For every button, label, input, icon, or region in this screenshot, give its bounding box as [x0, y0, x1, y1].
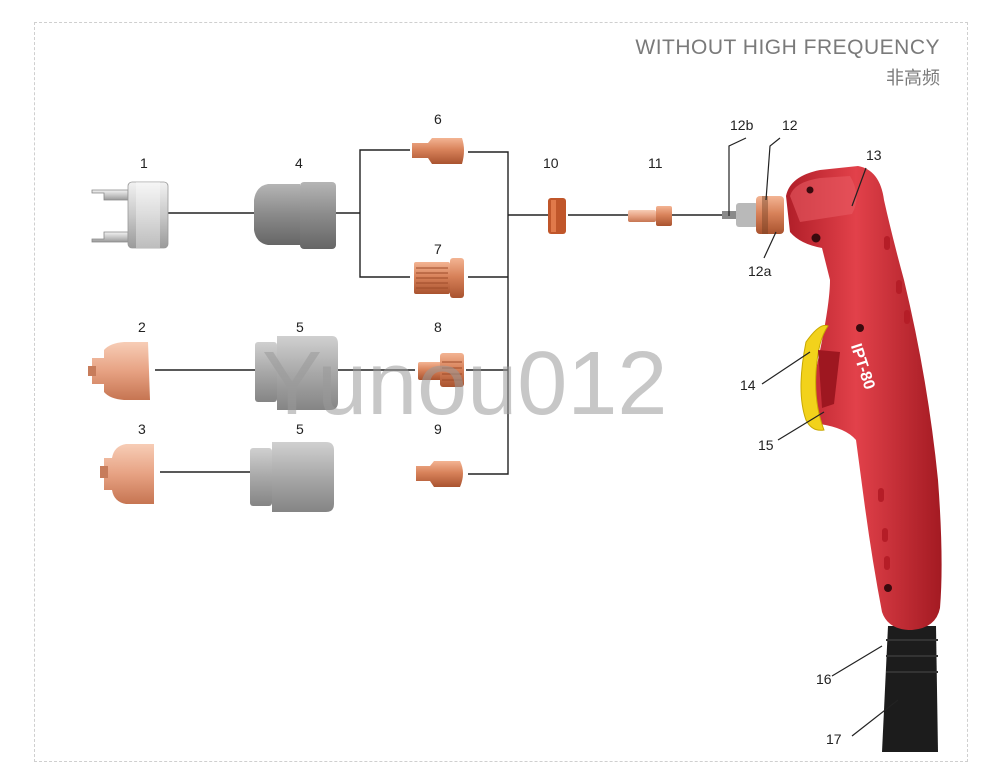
label-10: 10 — [543, 155, 559, 171]
part-10-swirl-ring — [548, 198, 566, 234]
part-1-shield-cup — [91, 181, 169, 249]
label-6: 6 — [434, 111, 442, 127]
label-4: 4 — [295, 155, 303, 171]
label-15: 15 — [758, 437, 774, 453]
label-7: 7 — [434, 241, 442, 257]
label-12b: 12b — [730, 117, 754, 133]
label-14: 14 — [740, 377, 756, 393]
torch-handle: IPT-80 — [786, 166, 942, 752]
label-12a: 12a — [748, 263, 772, 279]
label-2: 2 — [138, 319, 146, 335]
label-17: 17 — [826, 731, 842, 747]
connector-lines — [155, 149, 722, 475]
part-5-retaining-cap-a — [255, 336, 338, 410]
title-english: WITHOUT HIGH FREQUENCY — [635, 36, 940, 59]
part-8-nozzle-tip — [418, 353, 464, 387]
label-12: 12 — [782, 117, 798, 133]
label-1: 1 — [140, 155, 148, 171]
part-11-electrode — [628, 206, 672, 226]
watermark-text: Yunou012 — [262, 334, 667, 434]
part-7-nozzle-tip — [414, 258, 464, 298]
title-chinese: 非高频 — [886, 68, 940, 89]
diagram-title: WITHOUT HIGH FREQUENCY 非高频 — [635, 36, 940, 90]
torch-head-connector — [722, 196, 784, 234]
label-9: 9 — [434, 421, 442, 437]
part-5-retaining-cap-b — [250, 442, 334, 512]
label-5-upper: 5 — [296, 319, 304, 335]
label-8: 8 — [434, 319, 442, 335]
part-6-nozzle-tip — [412, 138, 464, 164]
part-labels: 1 4 6 7 2 5 8 3 5 9 10 11 12b 12 12a 13 … — [138, 111, 882, 747]
label-13: 13 — [866, 147, 882, 163]
part-4-ceramic-cup — [254, 182, 336, 249]
part-9-nozzle-tip — [416, 461, 463, 487]
label-5-lower: 5 — [296, 421, 304, 437]
label-3: 3 — [138, 421, 146, 437]
label-16: 16 — [816, 671, 832, 687]
label-11: 11 — [648, 155, 663, 171]
part-3-shield-cap — [100, 444, 154, 504]
part-2-shield-cap — [88, 342, 150, 400]
leader-lines — [728, 137, 899, 737]
